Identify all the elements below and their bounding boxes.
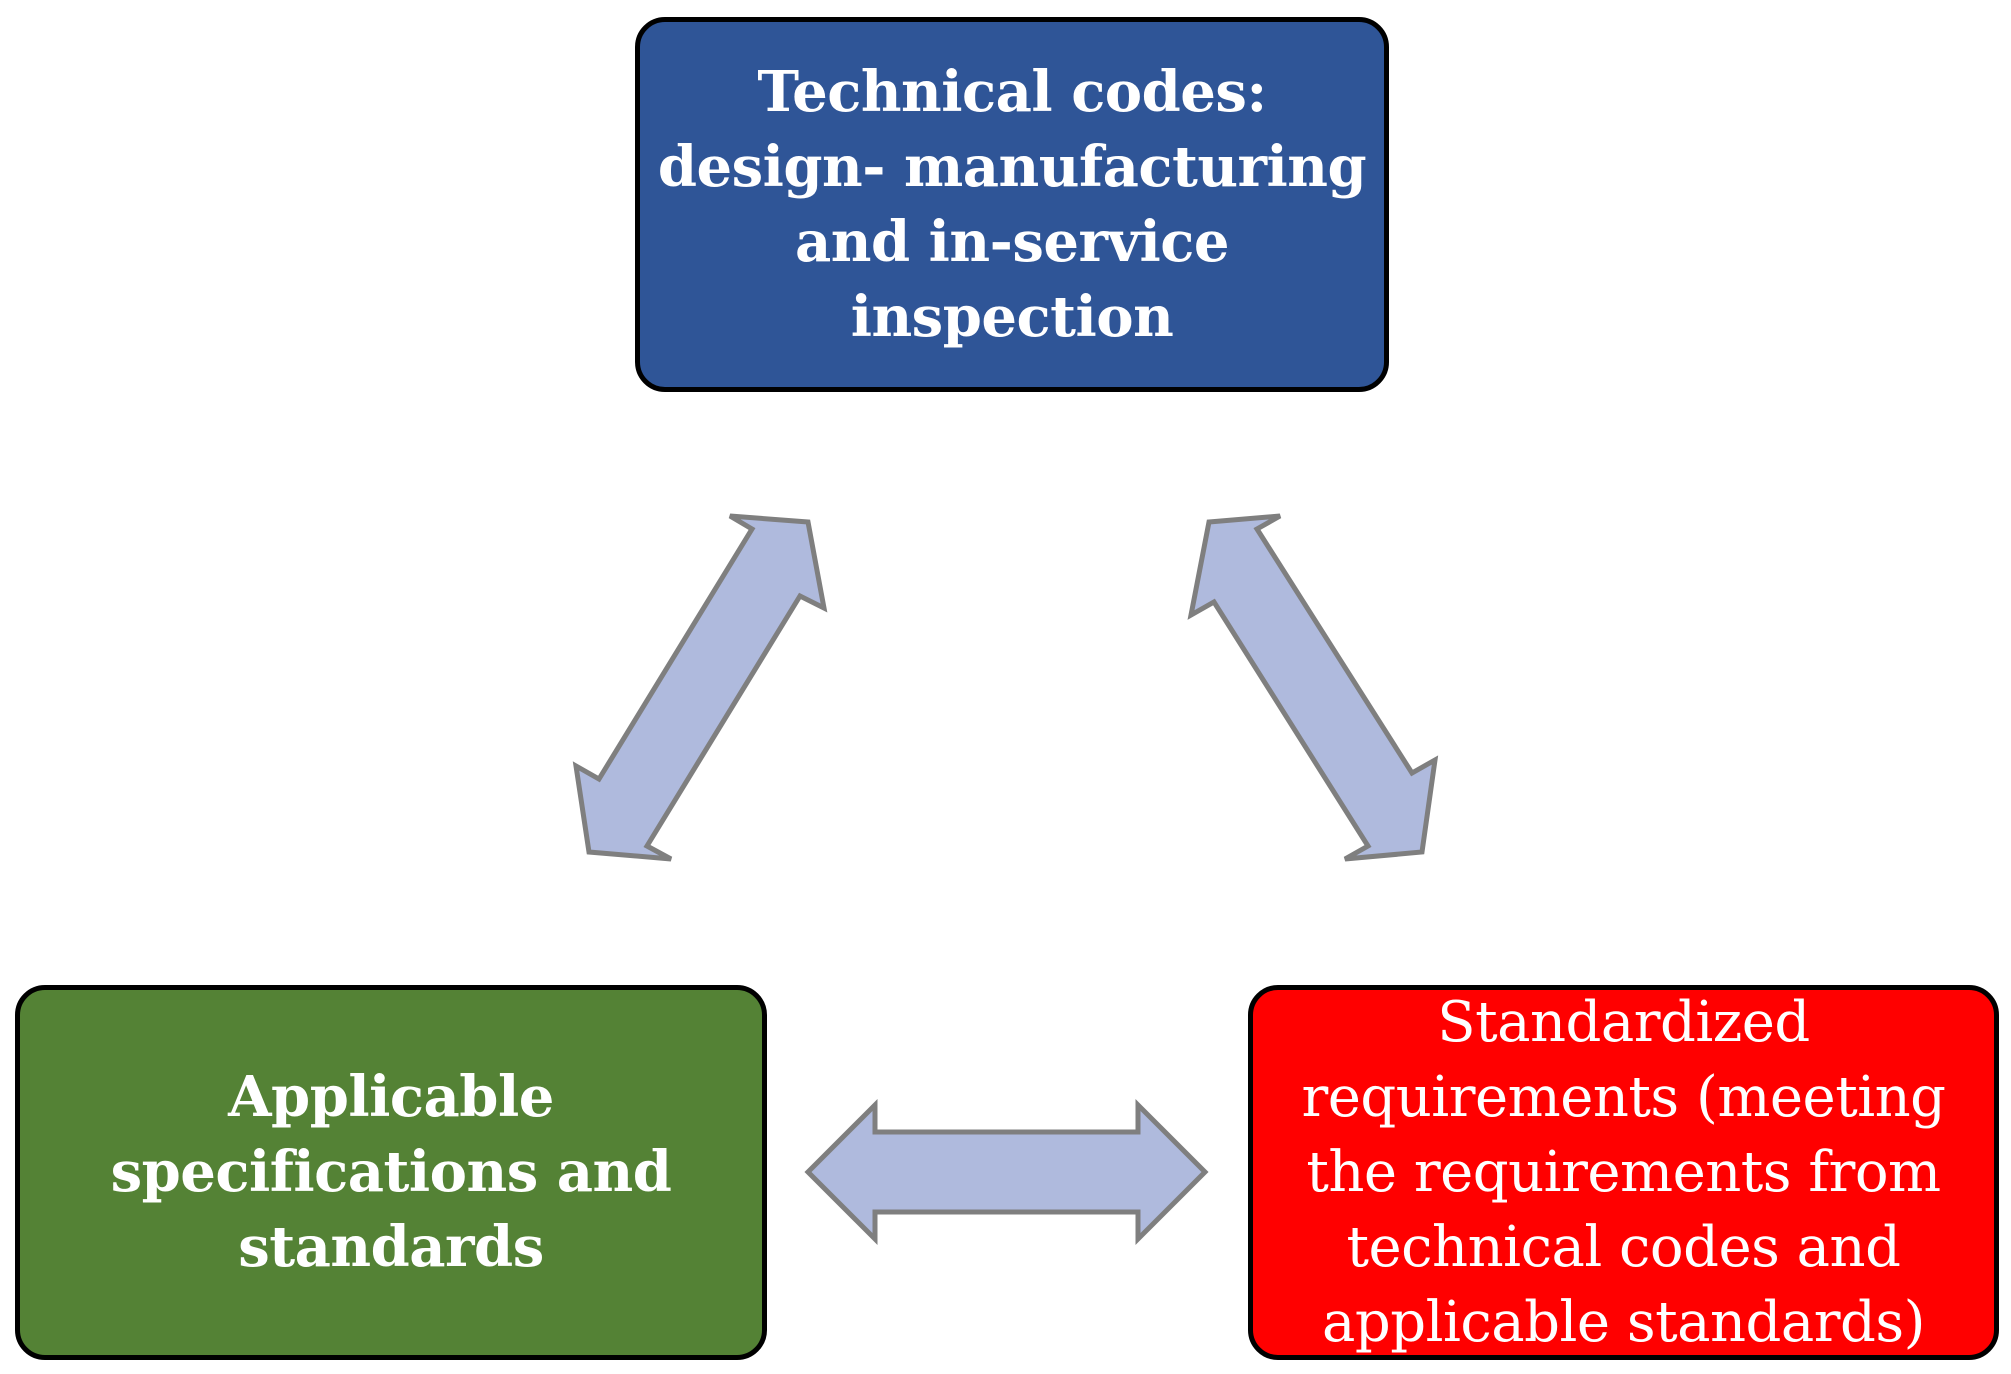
node-line: Applicable [228,1064,554,1130]
node-technical-codes-text: Technical codes: design- manufacturing a… [657,55,1367,355]
arrow-top-left [572,513,828,862]
node-line: Technical codes: [757,58,1267,125]
node-line: and in-service [794,208,1230,275]
node-line: technical codes and [1346,1215,1901,1280]
node-line: design- manufacturing [657,133,1367,200]
node-applicable-specifications-text: Applicable specifications and standards [111,1060,672,1285]
node-standardized-requirements: Standardized requirements (meeting the r… [1248,985,1999,1360]
node-line: requirements (meeting [1301,1065,1946,1130]
node-line: specifications and [110,1139,672,1205]
node-line: the requirements from [1306,1140,1941,1205]
node-line: applicable standards) [1322,1290,1925,1355]
node-line: Standardized [1437,990,1810,1055]
node-standardized-requirements-text: Standardized requirements (meeting the r… [1301,985,1946,1360]
node-technical-codes: Technical codes: design- manufacturing a… [635,17,1389,392]
arrow-top-right [1187,513,1439,862]
node-line: standards [238,1214,544,1280]
node-applicable-specifications: Applicable specifications and standards [15,985,767,1360]
node-line: inspection [850,283,1174,350]
arrow-left-right [804,1098,1209,1246]
